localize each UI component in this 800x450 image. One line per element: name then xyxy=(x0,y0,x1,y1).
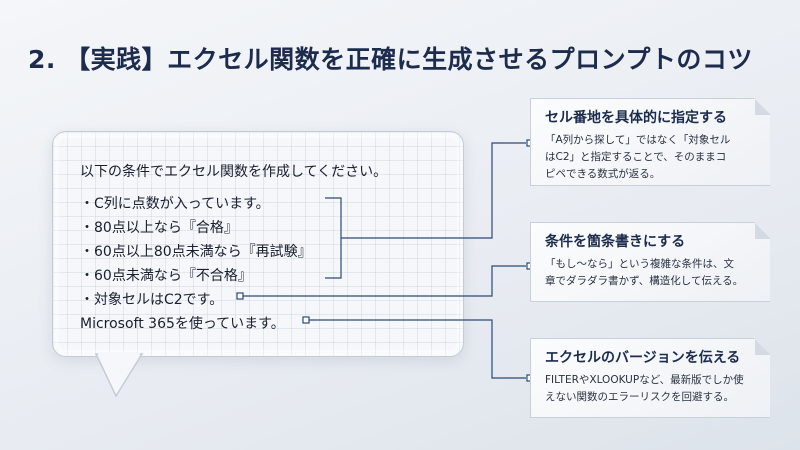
prompt-item-retest: ・60点以上80点未満なら『再試験』 xyxy=(80,244,312,260)
tip-body: 「A列から探して」ではなく「対象セル はC2」と指定することで、そのままコ ピペ… xyxy=(545,132,759,183)
tip-body-line: 「もし〜なら」という複雑な条件は、文 xyxy=(545,258,734,270)
prompt-intro: 以下の条件でエクセル関数を作成してください。 xyxy=(80,164,388,180)
tip-body-line: 章でダラダラ書かず、構造化して伝える。 xyxy=(545,275,744,287)
tip-body-line: えない関数のエラーリスクを回避する。 xyxy=(545,391,734,403)
prompt-item-column: ・C列に点数が入っています。 xyxy=(80,196,270,212)
tip-body: 「もし〜なら」という複雑な条件は、文 章でダラダラ書かず、構造化して伝える。 xyxy=(545,256,759,290)
tip-body-line: ピペできる数式が返る。 xyxy=(545,168,661,180)
tip-body-line: はC2」と指定することで、そのままコ xyxy=(545,151,727,163)
tip-card-bullet-conditions: 条件を箇条書きにする 「もし〜なら」という複雑な条件は、文 章でダラダラ書かず、… xyxy=(530,222,770,302)
tip-title: エクセルのバージョンを伝える xyxy=(545,350,741,366)
tip-body-line: 「A列から探して」ではなく「対象セル xyxy=(545,134,731,146)
prompt-closing: Microsoft 365を使っています。 xyxy=(80,316,285,332)
tip-title: 条件を箇条書きにする xyxy=(545,234,686,250)
slide-title: 2. 【実践】エクセル関数を正確に生成させるプロンプトのコツ xyxy=(28,45,753,74)
prompt-item-fail: ・60点未満なら『不合格』 xyxy=(80,268,252,284)
prompt-bubble xyxy=(52,131,464,357)
tip-title: セル番地を具体的に指定する xyxy=(545,110,727,126)
tip-body: FILTERやXLOOKUPなど、最新版でしか使 えない関数のエラーリスクを回避… xyxy=(545,372,759,406)
prompt-item-target-cell: ・対象セルはC2です。 xyxy=(80,292,224,308)
tip-body-line: FILTERやXLOOKUPなど、最新版でしか使 xyxy=(545,374,744,386)
prompt-item-pass: ・80点以上なら『合格』 xyxy=(80,220,238,236)
tip-card-cell-address: セル番地を具体的に指定する 「A列から探して」ではなく「対象セル はC2」と指定… xyxy=(530,98,770,186)
tip-card-excel-version: エクセルのバージョンを伝える FILTERやXLOOKUPなど、最新版でしか使 … xyxy=(530,338,770,418)
